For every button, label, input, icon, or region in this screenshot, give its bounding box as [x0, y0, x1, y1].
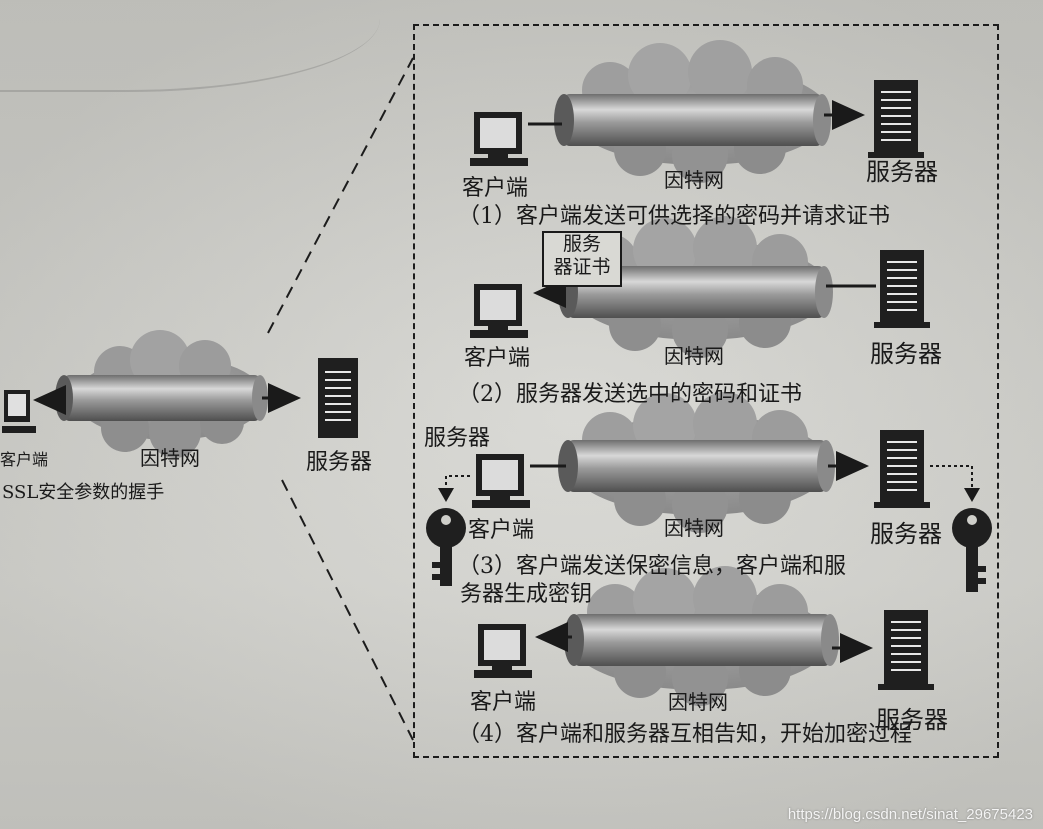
step3-server-label: 服务器 [870, 514, 942, 549]
step1-server-label: 服务器 [866, 152, 938, 187]
zoom-line-bottom [282, 480, 413, 740]
step2-internet-label: 因特网 [664, 340, 724, 369]
step3-client-label: 客户端 [468, 512, 534, 544]
step3-server-top-label: 服务器 [424, 420, 490, 452]
overview-server-label: 服务器 [306, 444, 372, 476]
overview-client-label: 客户端 [0, 446, 48, 470]
step4-internet-label: 因特网 [668, 686, 728, 715]
overview-pipe [55, 375, 268, 421]
overview-client-icon [2, 390, 36, 433]
step1-internet-label: 因特网 [664, 164, 724, 193]
server-certificate-box: 服务 器证书 [542, 231, 622, 287]
step3-internet-label: 因特网 [664, 512, 724, 541]
cert-label-line2: 器证书 [544, 256, 620, 279]
step2-caption: （2）服务器发送选中的密码和证书 [458, 376, 802, 408]
overview-internet-label: 因特网 [140, 442, 200, 471]
step4-client-label: 客户端 [470, 684, 536, 716]
step2-client-label: 客户端 [464, 340, 530, 372]
zoom-line-top [268, 58, 413, 333]
cert-label-line1: 服务 [544, 233, 620, 256]
step4-caption: （4）客户端和服务器互相告知，开始加密过程 [458, 716, 912, 748]
step3-caption-line2: 务器生成密钥 [460, 576, 592, 608]
handshake-title: SSL安全参数的握手 [2, 478, 164, 504]
step2-server-label: 服务器 [870, 334, 942, 369]
watermark-url: https://blog.csdn.net/sinat_29675423 [788, 806, 1033, 823]
step1-caption: （1）客户端发送可供选择的密码并请求证书 [458, 198, 890, 230]
overview-server-icon [318, 358, 358, 438]
